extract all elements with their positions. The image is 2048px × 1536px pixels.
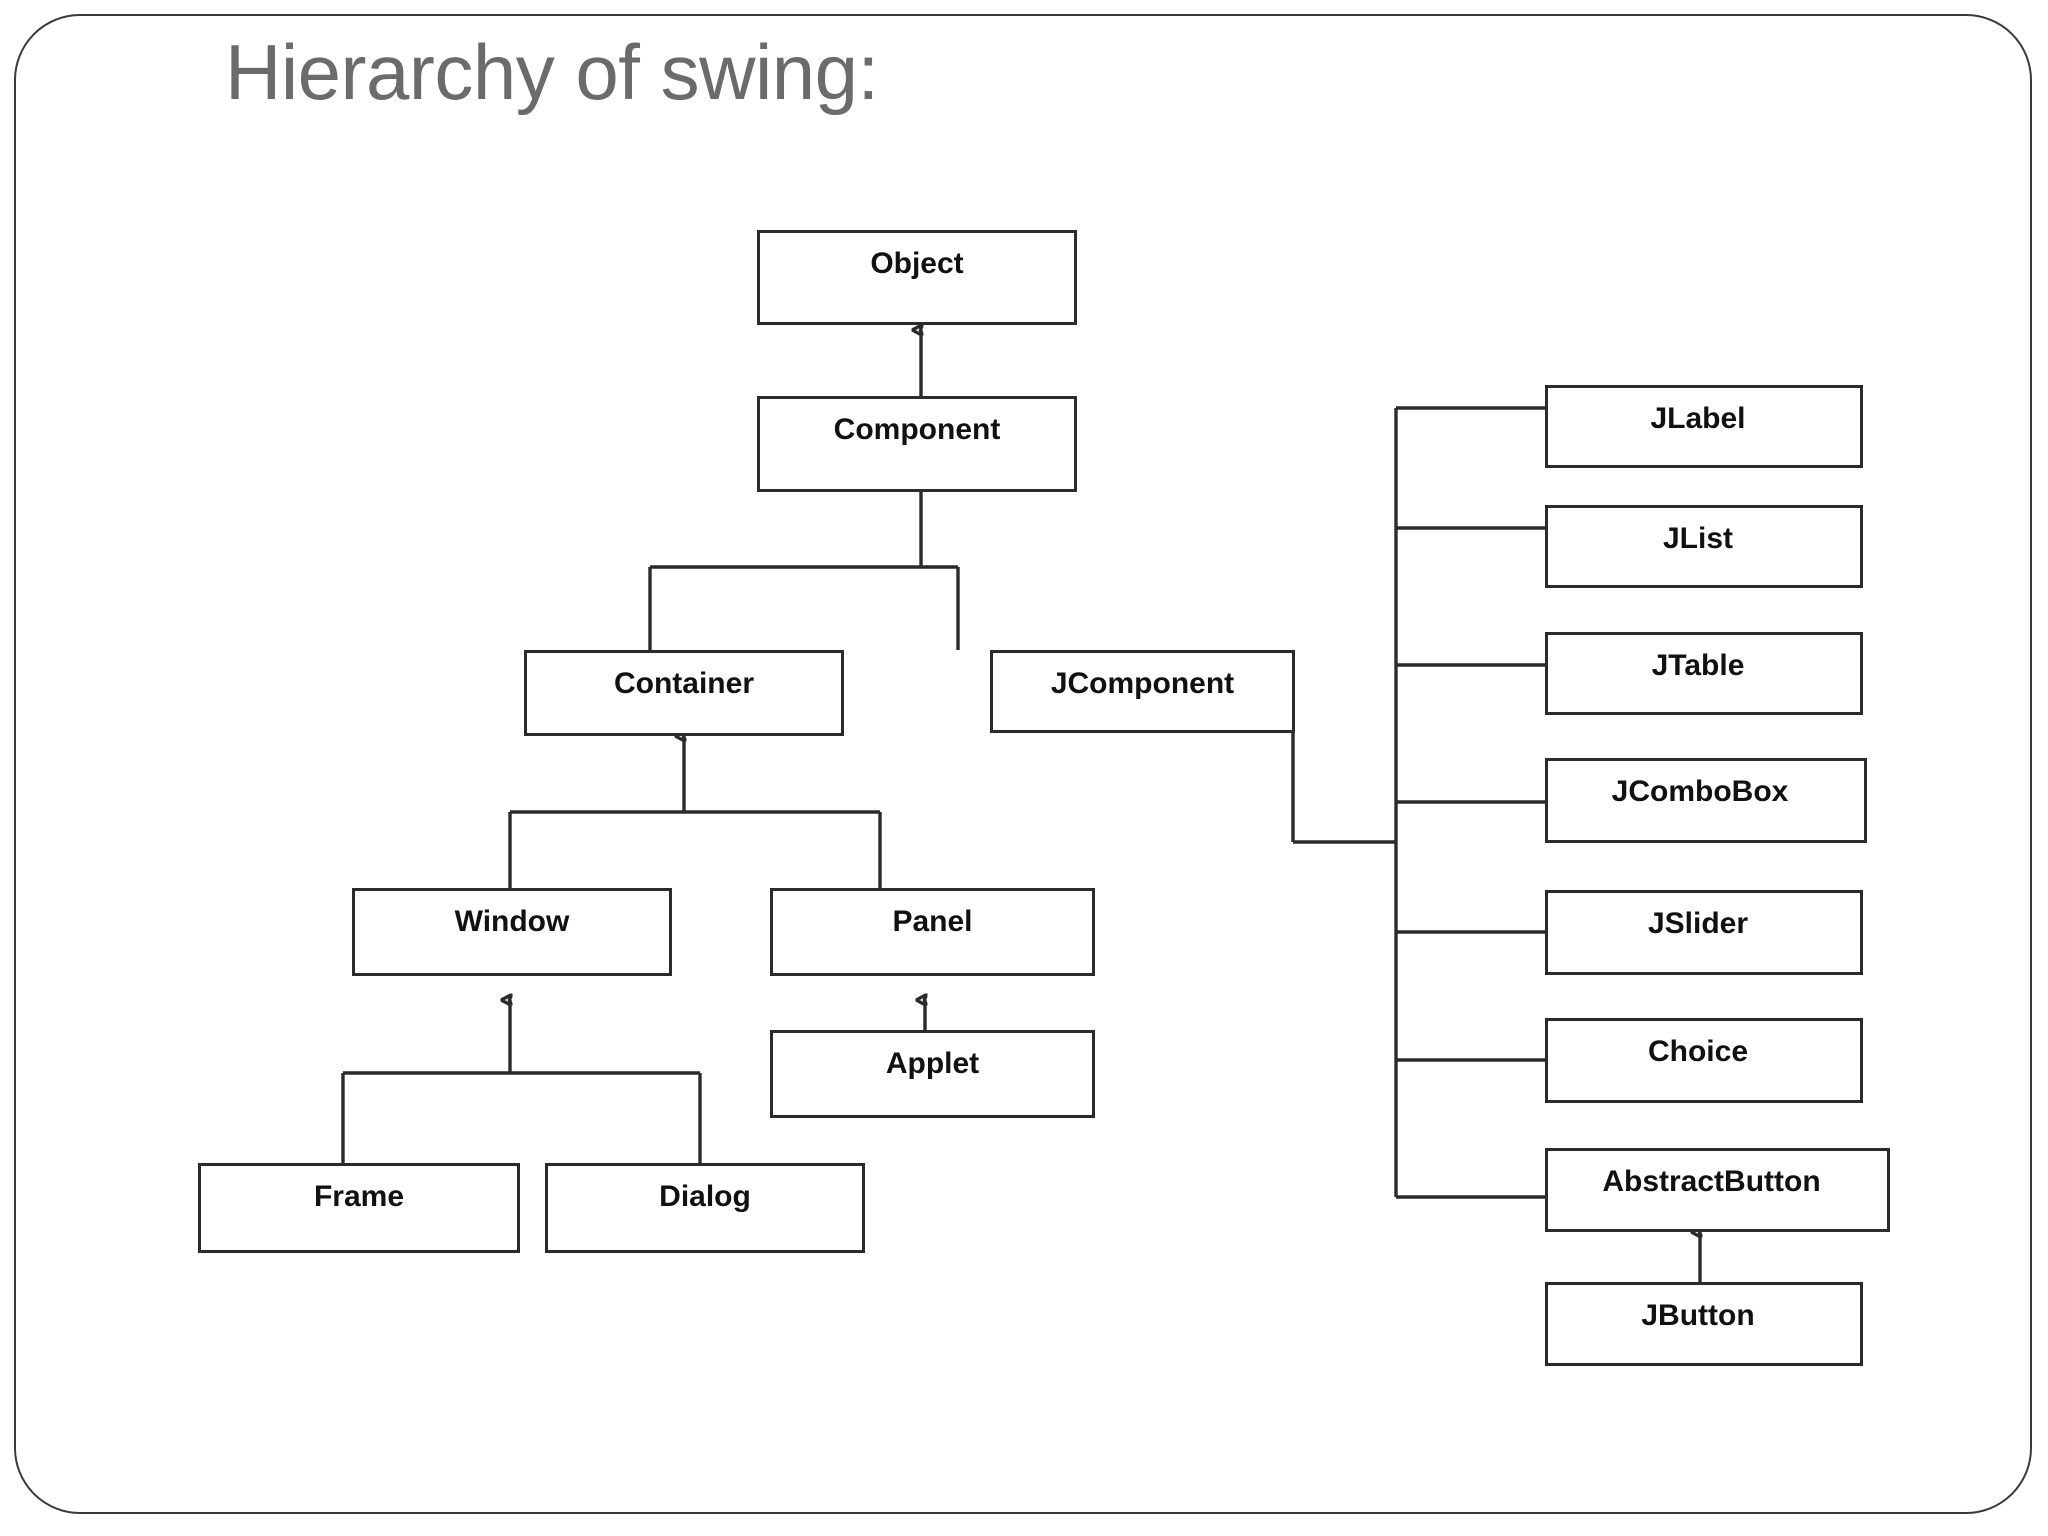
node-jbutton[interactable]: JButton — [1545, 1282, 1863, 1366]
node-window[interactable]: Window — [352, 888, 672, 976]
node-container[interactable]: Container — [524, 650, 844, 736]
node-label: Choice — [1647, 1035, 1749, 1068]
node-jlabel[interactable]: JLabel — [1545, 385, 1863, 468]
node-label: Component — [833, 413, 1001, 446]
node-label: Container — [613, 667, 754, 700]
page-title: Hierarchy of swing: — [225, 28, 879, 116]
node-frame[interactable]: Frame — [198, 1163, 520, 1253]
node-label: JLabel — [1650, 402, 1746, 435]
node-label: JSlider — [1647, 907, 1749, 940]
node-jcombobox[interactable]: JComboBox — [1545, 758, 1867, 843]
node-jslider[interactable]: JSlider — [1545, 890, 1863, 975]
node-jtable[interactable]: JTable — [1545, 632, 1863, 715]
node-applet[interactable]: Applet — [770, 1030, 1095, 1118]
node-label: AbstractButton — [1602, 1165, 1821, 1198]
node-label: JList — [1662, 522, 1734, 555]
node-dialog[interactable]: Dialog — [545, 1163, 865, 1253]
node-jcomponent[interactable]: JComponent — [990, 650, 1295, 733]
node-label: Panel — [892, 905, 973, 938]
node-label: Window — [454, 905, 570, 938]
node-label: JTable — [1651, 649, 1745, 682]
node-jlist[interactable]: JList — [1545, 505, 1863, 588]
node-label: JComboBox — [1611, 775, 1789, 808]
node-panel[interactable]: Panel — [770, 888, 1095, 976]
node-choice[interactable]: Choice — [1545, 1018, 1863, 1103]
node-label: Object — [870, 247, 964, 280]
node-label: JComponent — [1050, 667, 1235, 700]
node-label: Applet — [885, 1047, 980, 1080]
node-label: Dialog — [659, 1180, 751, 1213]
node-label: JButton — [1641, 1299, 1755, 1332]
node-label: Frame — [313, 1180, 405, 1213]
node-component[interactable]: Component — [757, 396, 1077, 492]
node-object[interactable]: Object — [757, 230, 1077, 325]
node-abstractbutton[interactable]: AbstractButton — [1545, 1148, 1890, 1232]
